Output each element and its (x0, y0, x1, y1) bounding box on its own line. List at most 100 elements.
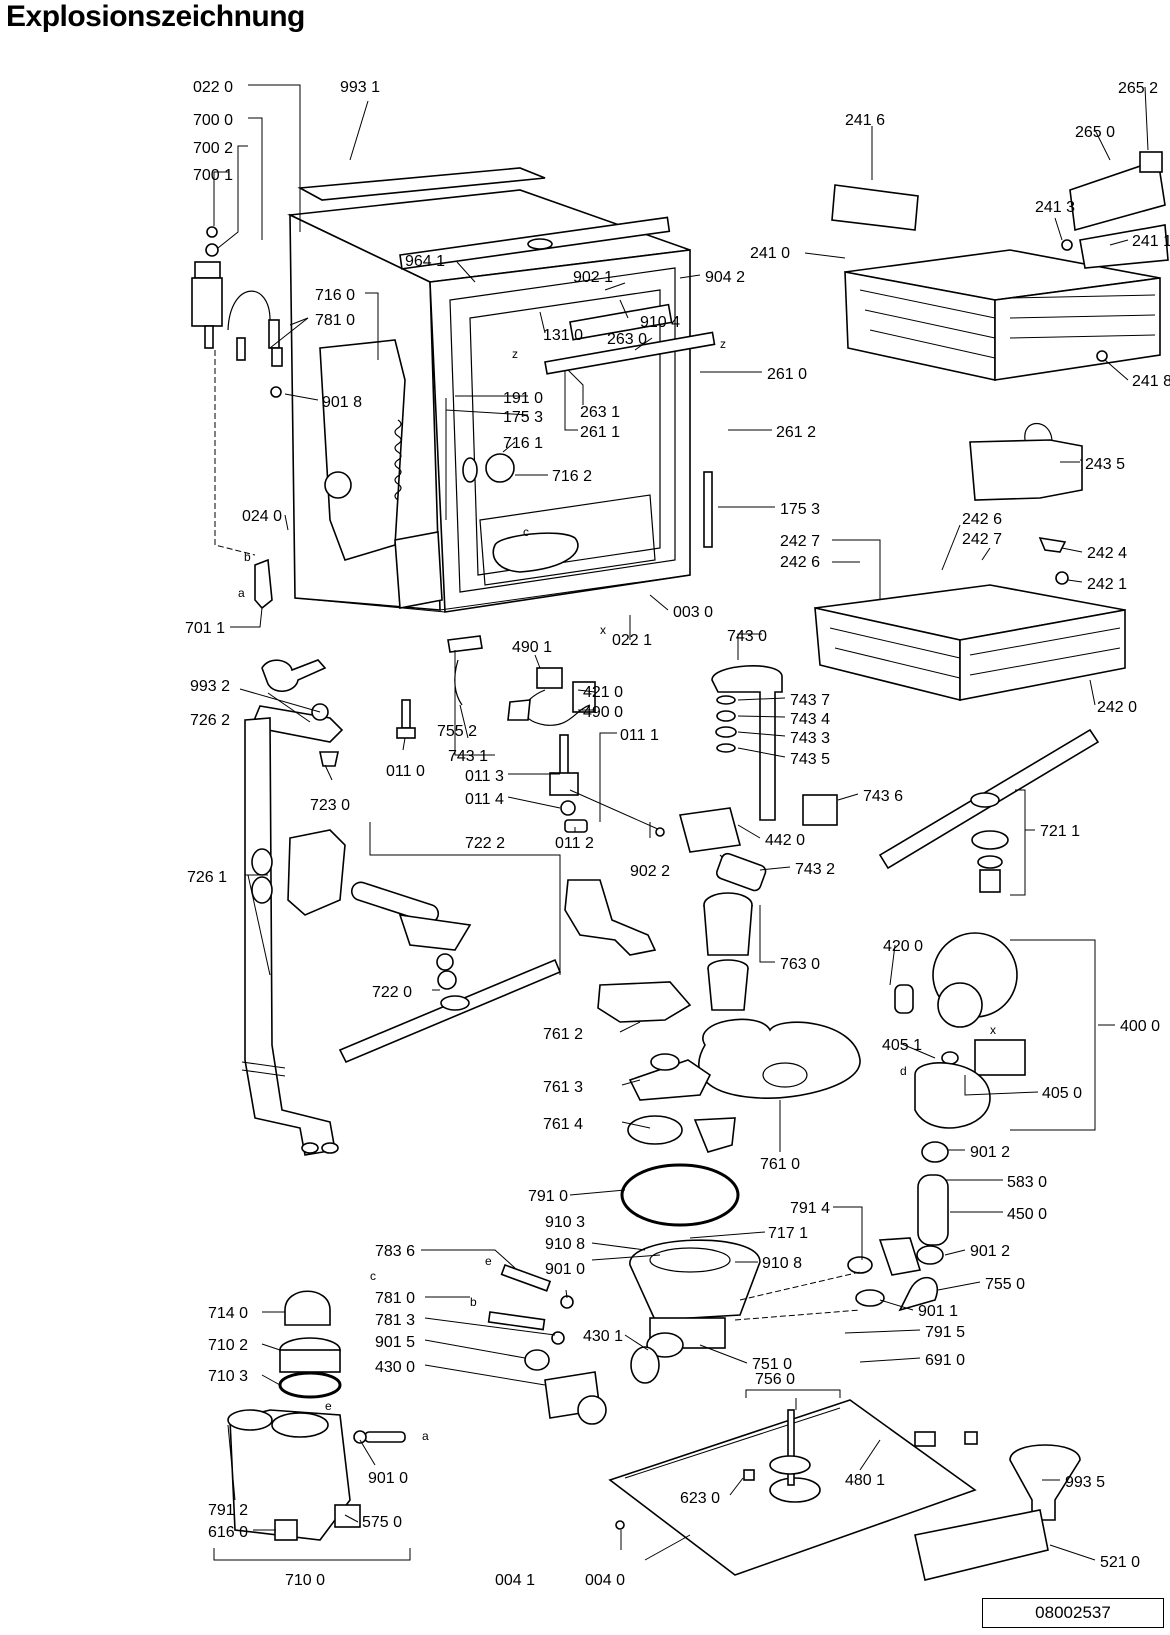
part-label: 791 5 (925, 1324, 965, 1341)
part-label: 756 0 (755, 1371, 795, 1388)
part-label: 700 0 (193, 112, 233, 129)
part-label: 241 8 (1132, 373, 1170, 390)
part-label: 761 0 (760, 1156, 800, 1173)
part-label: 743 6 (863, 788, 903, 805)
part-label: 902 2 (630, 863, 670, 880)
part-label: 717 1 (768, 1225, 808, 1242)
part-label: 243 5 (1085, 456, 1125, 473)
part-label: 241 1 (1132, 233, 1170, 250)
part-label: 265 0 (1075, 124, 1115, 141)
part-label: 442 0 (765, 832, 805, 849)
part-label: 755 2 (437, 723, 477, 740)
part-label: 791 0 (528, 1188, 568, 1205)
part-label: 022 1 (612, 632, 652, 649)
part-label: 722 0 (372, 984, 412, 1001)
part-label: 583 0 (1007, 1174, 1047, 1191)
part-number-labels: 022 0 993 1 700 0 700 2 700 1 716 0 781 … (185, 79, 1170, 1589)
part-label: 450 0 (1007, 1206, 1047, 1223)
part-label: 003 0 (673, 604, 713, 621)
top-cover-plate (297, 167, 546, 201)
part-label: 242 4 (1087, 545, 1127, 562)
inlet-valve-assembly (191, 226, 283, 610)
part-label: 781 0 (375, 1290, 415, 1307)
part-label: 721 1 (1040, 823, 1080, 840)
upper-spray-pipe (241, 703, 344, 1156)
part-label: 743 2 (795, 861, 835, 878)
cutlery-basket (969, 439, 1083, 501)
dispenser-arm (678, 665, 838, 892)
connector-letter: e (485, 1254, 492, 1268)
part-label: 901 0 (545, 1261, 585, 1278)
part-label: 575 0 (362, 1514, 402, 1531)
part-label: 261 2 (776, 424, 816, 441)
part-label: 726 2 (190, 712, 230, 729)
part-label: 242 7 (780, 533, 820, 550)
part-label: 743 3 (790, 730, 830, 747)
upper-basket (831, 151, 1169, 381)
part-label: 263 0 (607, 331, 647, 348)
part-label: 993 5 (1065, 1474, 1105, 1491)
part-label: 261 0 (767, 366, 807, 383)
part-label: 242 7 (962, 531, 1002, 548)
part-label: 761 3 (543, 1079, 583, 1096)
part-label: 964 1 (405, 253, 445, 270)
part-label: 420 0 (883, 938, 923, 955)
part-label: 265 2 (1118, 80, 1158, 97)
part-label: 743 1 (448, 748, 488, 765)
part-label: 242 6 (780, 554, 820, 571)
part-label: 175 3 (780, 501, 820, 518)
connector-letter: c (370, 1269, 376, 1283)
part-label: 400 0 (1120, 1018, 1160, 1035)
part-label: 901 2 (970, 1144, 1010, 1161)
part-label: 490 1 (512, 639, 552, 656)
gasket-ring (620, 1163, 740, 1227)
drain-hose-parts (487, 1263, 607, 1425)
part-label: 761 2 (543, 1026, 583, 1043)
part-label: 024 0 (242, 508, 282, 525)
part-label: 521 0 (1100, 1554, 1140, 1571)
part-label: 191 0 (503, 390, 543, 407)
water-softener (227, 1290, 406, 1541)
connector-letter: a (422, 1429, 429, 1443)
part-label: 430 0 (375, 1359, 415, 1376)
page-title: Explosionszeichnung (6, 0, 305, 33)
part-label: 011 4 (465, 791, 504, 808)
lower-spray-arm (287, 829, 562, 1064)
part-label: 781 3 (375, 1312, 415, 1329)
connector-letters: z z x c b a c d x e b a e (238, 337, 996, 1443)
part-label: 710 2 (208, 1337, 248, 1354)
part-label: 421 0 (583, 684, 623, 701)
circulation-pump (847, 932, 1026, 1312)
part-drawings (191, 151, 1169, 1581)
part-label: 241 6 (845, 112, 885, 129)
part-label: 901 2 (970, 1243, 1010, 1260)
sump-assembly (629, 1239, 861, 1384)
part-label: 710 0 (285, 1572, 325, 1589)
connector-letter: a (238, 586, 245, 600)
connector-letter: e (325, 1399, 332, 1413)
part-label: 011 1 (620, 727, 659, 744)
part-label: 700 2 (193, 140, 233, 157)
part-label: 701 1 (185, 620, 225, 637)
part-label: 022 0 (193, 79, 233, 96)
lower-basket (814, 536, 1126, 702)
part-label: 710 3 (208, 1368, 248, 1385)
part-label: 430 1 (583, 1328, 623, 1345)
part-label: 743 0 (727, 628, 767, 645)
part-label: 726 1 (187, 869, 227, 886)
connector-letter: x (990, 1023, 996, 1037)
part-label: 791 2 (208, 1502, 248, 1519)
part-label: 241 0 (750, 245, 790, 262)
connector-letter: b (470, 1295, 477, 1309)
part-label: 241 3 (1035, 199, 1075, 216)
part-label: 783 6 (375, 1243, 415, 1260)
part-label: 716 2 (552, 468, 592, 485)
part-label: 616 0 (208, 1524, 248, 1541)
part-label: 791 4 (790, 1200, 830, 1217)
wrench-tool (261, 659, 327, 692)
part-label: 242 1 (1087, 576, 1127, 593)
connector-letter: c (523, 525, 529, 539)
part-label: 751 0 (752, 1356, 792, 1373)
connector-letter: x (600, 623, 606, 637)
